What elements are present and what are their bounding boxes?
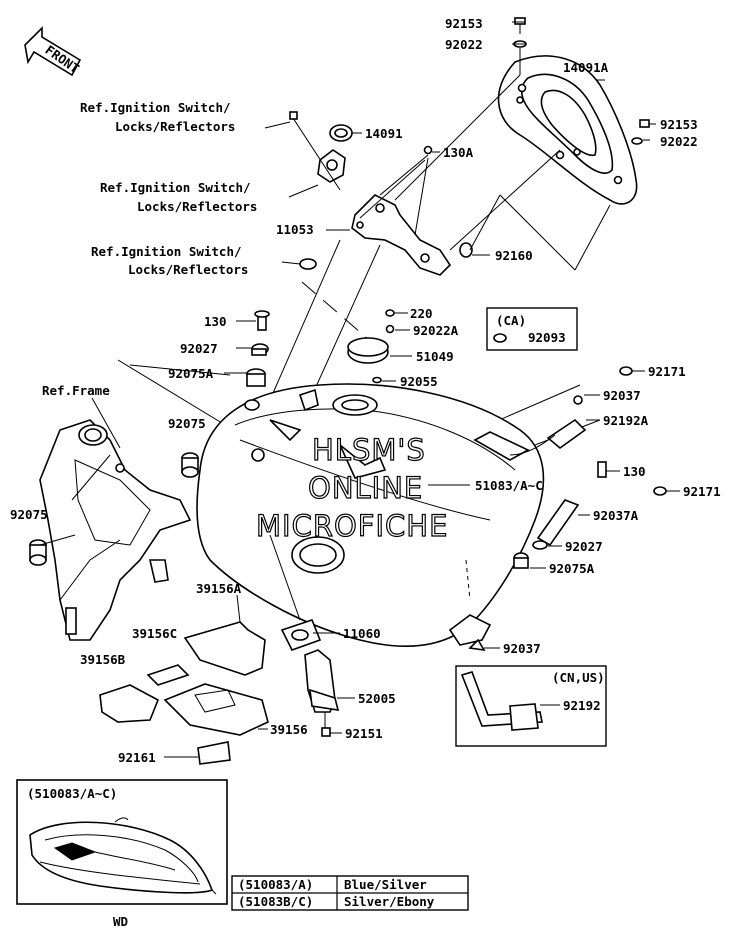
ref-ignition-2b: Locks/Reflectors bbox=[137, 199, 257, 214]
label-92022b: 92022 bbox=[660, 134, 698, 149]
label-51049: 51049 bbox=[416, 349, 454, 364]
label-92153b: 92153 bbox=[660, 117, 698, 132]
pads-39156 bbox=[99, 621, 269, 765]
ref-ignition-3b: Locks/Reflectors bbox=[128, 262, 248, 277]
watermark-line-1: HLSM'S bbox=[312, 433, 426, 467]
label-92022a: 92022 bbox=[445, 37, 483, 52]
table-code-1: (510083/A) bbox=[238, 877, 313, 892]
inset-title: (510083/A~C) bbox=[27, 786, 117, 801]
label-39156B: 39156B bbox=[80, 652, 126, 667]
label-14091A: 14091A bbox=[563, 60, 609, 75]
table-color-2: Silver/Ebony bbox=[344, 894, 435, 909]
bracket-11053 bbox=[299, 194, 473, 276]
label-92027b: 92027 bbox=[565, 539, 603, 554]
label-130a: 130 bbox=[204, 314, 227, 329]
label-92151: 92151 bbox=[345, 726, 383, 741]
color-table: (510083/A) Blue/Silver (51083B/C) Silver… bbox=[231, 875, 469, 911]
label-92075b: 92075 bbox=[10, 507, 48, 522]
label-220: 220 bbox=[410, 306, 433, 321]
washer-92093 bbox=[493, 333, 507, 343]
cap-51049 bbox=[347, 309, 395, 384]
label-92075Aa: 92075A bbox=[168, 366, 214, 381]
ignition-parts bbox=[289, 111, 433, 191]
ref-ignition-2a: Ref.Ignition Switch/ bbox=[100, 180, 251, 195]
gauge-cover-14091A bbox=[497, 55, 638, 205]
hose-92192A bbox=[473, 366, 633, 461]
gasket-11060 bbox=[269, 534, 322, 651]
ref-ignition-1b: Locks/Reflectors bbox=[115, 119, 235, 134]
label-11053: 11053 bbox=[276, 222, 314, 237]
table-code-2: (51083B/C) bbox=[238, 894, 313, 909]
inset-box: (510083/A~C) bbox=[16, 779, 228, 905]
watermark-line-3: MICROFICHE bbox=[256, 509, 448, 543]
table-color-1: Blue/Silver bbox=[344, 877, 427, 892]
hose-92192 bbox=[460, 671, 543, 731]
inset-caption: WD bbox=[113, 914, 128, 929]
label-92037A: 92037A bbox=[593, 508, 639, 523]
hose-92037A bbox=[468, 461, 667, 652]
label-92171b: 92171 bbox=[683, 484, 721, 499]
ref-ignition-1a: Ref.Ignition Switch/ bbox=[80, 100, 231, 115]
label-39156C: 39156C bbox=[132, 626, 177, 641]
label-92075a: 92075 bbox=[168, 416, 206, 431]
label-130b: 130 bbox=[623, 464, 646, 479]
region-box-ca: (CA) bbox=[486, 307, 578, 351]
label-92192A: 92192A bbox=[603, 413, 649, 428]
label-92160: 92160 bbox=[495, 248, 533, 263]
label-92055: 92055 bbox=[400, 374, 438, 389]
label-52005: 52005 bbox=[358, 691, 396, 706]
label-51083: 51083/A~C bbox=[475, 478, 543, 493]
front-arrow-icon: FRONT bbox=[24, 26, 82, 77]
label-92153a: 92153 bbox=[445, 16, 483, 31]
label-130A: 130A bbox=[443, 145, 474, 160]
pump-52005 bbox=[304, 649, 340, 737]
frame-ref bbox=[39, 419, 192, 641]
label-92192: 92192 bbox=[563, 698, 601, 713]
label-92027a: 92027 bbox=[180, 341, 218, 356]
watermark-line-2: ONLINE bbox=[308, 471, 423, 505]
region-cnus-label: (CN,US) bbox=[552, 670, 605, 685]
label-92161: 92161 bbox=[118, 750, 156, 765]
bolt-92153-right bbox=[631, 119, 656, 145]
region-ca-label: (CA) bbox=[496, 313, 526, 328]
label-leaders bbox=[71, 21, 680, 758]
label-92022A: 92022A bbox=[413, 323, 459, 338]
ref-ignition-3a: Ref.Ignition Switch/ bbox=[91, 244, 242, 259]
label-92075Ab: 92075A bbox=[549, 561, 595, 576]
label-92171a: 92171 bbox=[648, 364, 686, 379]
region-box-cnus: (CN,US) bbox=[455, 665, 607, 747]
label-14091: 14091 bbox=[365, 126, 403, 141]
fuel-tank-51083 bbox=[196, 383, 545, 648]
label-92037a: 92037 bbox=[603, 388, 641, 403]
label-92037b: 92037 bbox=[503, 641, 541, 656]
label-92093: 92093 bbox=[528, 330, 566, 345]
label-39156A: 39156A bbox=[196, 581, 242, 596]
ref-frame: Ref.Frame bbox=[42, 383, 110, 398]
label-11060: 11060 bbox=[343, 626, 381, 641]
label-39156: 39156 bbox=[270, 722, 308, 737]
left-fasteners bbox=[29, 310, 270, 566]
